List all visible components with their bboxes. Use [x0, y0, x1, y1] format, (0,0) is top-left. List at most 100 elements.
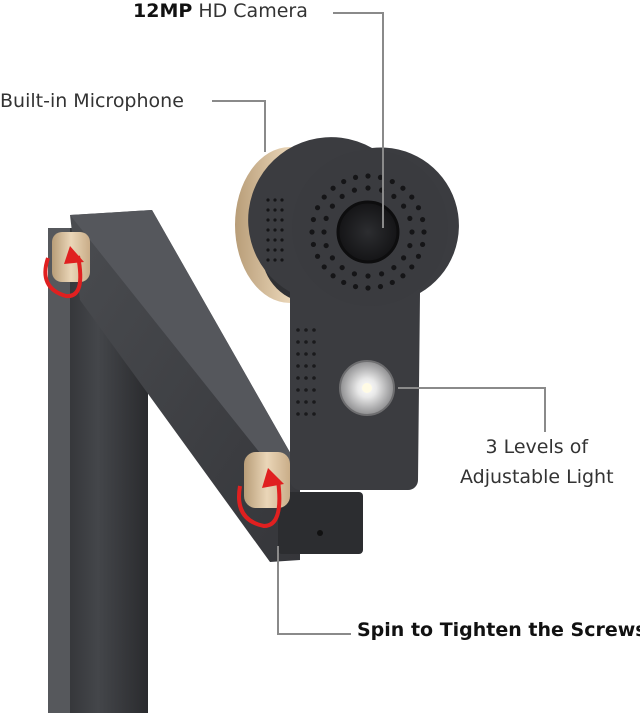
mic-hole	[352, 283, 359, 290]
mic-hole	[341, 279, 347, 286]
vent-hole	[296, 328, 300, 332]
mic-hole	[377, 283, 384, 290]
vent-hole	[273, 258, 277, 262]
mic-hole	[389, 178, 395, 185]
mic-hole	[329, 203, 336, 209]
vent-hole	[304, 340, 308, 344]
mic-hole	[339, 193, 345, 200]
vent-hole	[266, 258, 270, 262]
vent-hole	[296, 340, 300, 344]
vent-hole	[296, 412, 300, 416]
mic-hole	[419, 216, 426, 223]
mic-hole	[400, 185, 406, 191]
mic-hole	[310, 241, 317, 248]
vent-hole	[296, 376, 300, 380]
mic-hole	[377, 174, 384, 181]
vent-hole	[304, 328, 308, 332]
vent-hole	[280, 248, 284, 252]
mic-hole	[400, 255, 407, 261]
mic-hole	[323, 242, 329, 249]
stand-arm	[70, 210, 300, 562]
callout-lines	[212, 12, 546, 635]
mic-hole	[310, 216, 317, 223]
mic-hole	[400, 273, 406, 279]
vent-hole	[280, 218, 284, 222]
mic-hole	[351, 187, 358, 193]
mic-hole	[409, 264, 415, 270]
mic-hole	[321, 264, 327, 270]
mic-hole	[351, 271, 358, 277]
vent-hole	[273, 238, 277, 242]
vent-hole	[273, 208, 277, 212]
vent-hole	[304, 364, 308, 368]
vent-hole	[280, 238, 284, 242]
mic-hole	[365, 285, 371, 291]
camera-lens	[336, 200, 400, 264]
vent-hole	[266, 218, 270, 222]
vent-hole	[312, 340, 316, 344]
label-tighten-screws: Spin to Tighten the Screws	[357, 619, 640, 641]
vent-hole	[280, 198, 284, 202]
mic-hole	[365, 173, 371, 179]
mic-hole	[365, 185, 371, 191]
label-hd-camera: 12MP HD Camera	[133, 0, 308, 22]
vent-hole	[296, 352, 300, 356]
vent-hole	[273, 218, 277, 222]
vent-hole	[304, 352, 308, 356]
side-vent	[266, 198, 316, 416]
mic-hole	[391, 193, 397, 200]
label-microphone: Built-in Microphone	[0, 90, 184, 112]
vent-hole	[273, 228, 277, 232]
vent-hole	[304, 376, 308, 380]
vent-hole	[312, 388, 316, 392]
vent-hole	[296, 388, 300, 392]
vent-hole	[312, 376, 316, 380]
vent-hole	[312, 400, 316, 404]
mount-bracket	[278, 492, 363, 554]
rotate-arrow-icon	[43, 246, 84, 299]
mic-hole	[352, 174, 359, 181]
mic-hole	[314, 205, 321, 211]
mic-hole	[415, 205, 422, 211]
mic-hole	[400, 203, 407, 209]
mic-hole	[330, 273, 336, 279]
vent-hole	[266, 208, 270, 212]
mic-hole	[378, 271, 385, 277]
vent-hole	[266, 228, 270, 232]
vent-hole	[266, 248, 270, 252]
vent-hole	[280, 258, 284, 262]
mic-hole	[314, 253, 321, 259]
vent-hole	[296, 364, 300, 368]
vent-hole	[304, 400, 308, 404]
camera-head	[235, 137, 459, 490]
label-adjustable-light: 3 Levels of Adjustable Light	[460, 436, 614, 488]
mic-hole	[365, 273, 371, 279]
vent-hole	[304, 388, 308, 392]
mic-hole	[409, 194, 415, 200]
mic-hole	[409, 229, 415, 235]
mic-hole	[329, 255, 336, 261]
vent-hole	[312, 364, 316, 368]
rotate-arrow-icon	[237, 468, 284, 529]
vent-hole	[266, 198, 270, 202]
mic-hole	[309, 229, 315, 235]
mic-hole	[321, 194, 327, 200]
mic-hole	[391, 264, 397, 271]
vent-hole	[312, 352, 316, 356]
mic-hole	[389, 279, 395, 286]
vent-hole	[312, 328, 316, 332]
mic-hole	[323, 215, 329, 222]
vent-hole	[266, 238, 270, 242]
mic-hole	[339, 264, 345, 271]
vent-hole	[280, 208, 284, 212]
vent-hole	[312, 412, 316, 416]
vent-hole	[280, 228, 284, 232]
mic-hole	[419, 241, 426, 248]
mic-hole	[421, 229, 427, 235]
microphone-grille	[309, 173, 427, 291]
vent-hole	[273, 248, 277, 252]
mic-hole	[330, 185, 336, 191]
vent-hole	[273, 198, 277, 202]
mic-hole	[407, 215, 413, 222]
